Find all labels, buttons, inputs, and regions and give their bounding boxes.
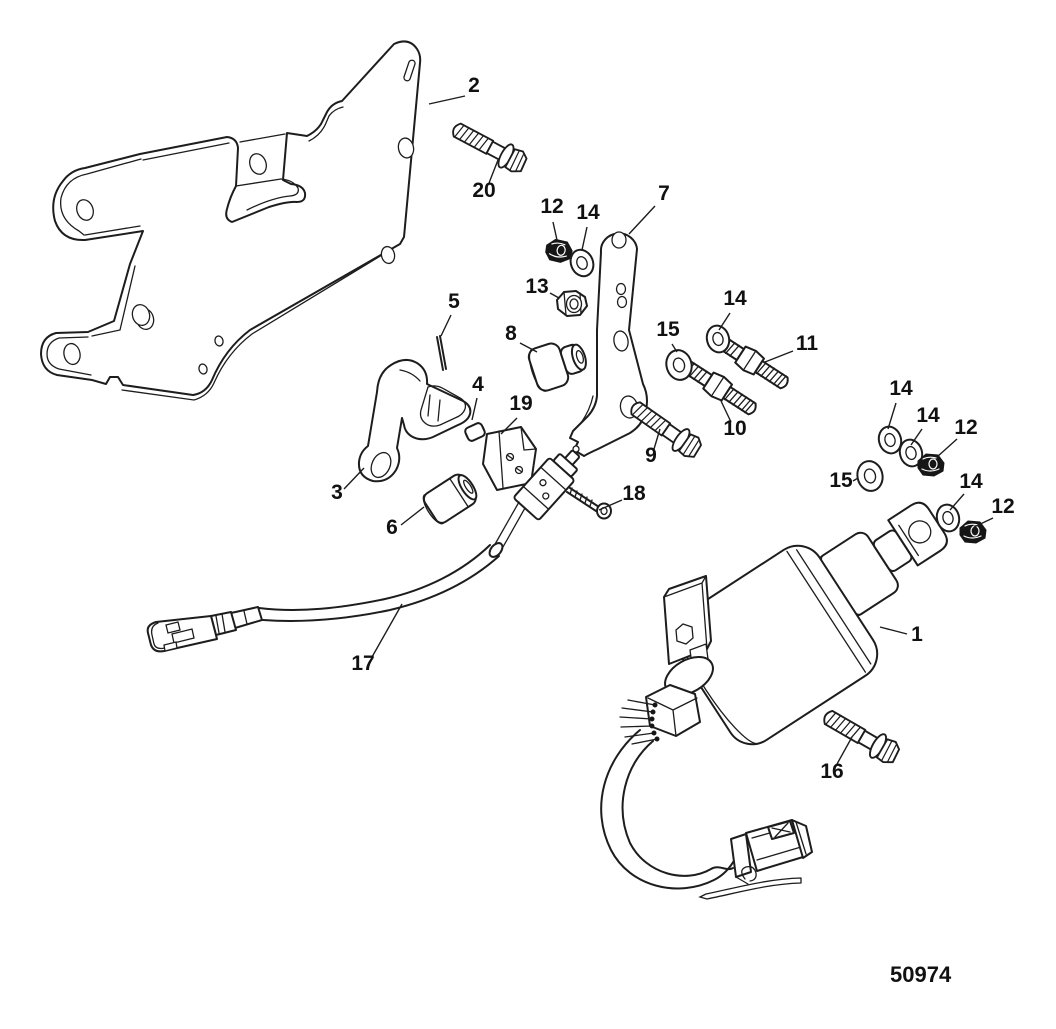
callout-4: 4 xyxy=(472,373,484,396)
callout-8: 8 xyxy=(505,322,517,345)
leader-line-14 xyxy=(581,226,588,251)
part-1-shift-actuator xyxy=(600,501,948,900)
callout-5: 5 xyxy=(448,290,460,313)
part-7-shift-lever xyxy=(569,231,648,457)
part-20-bolt xyxy=(447,116,531,178)
leader-line-3 xyxy=(343,467,365,490)
actuator-connector xyxy=(730,819,813,885)
leader-line-9 xyxy=(653,428,661,450)
callout-15: 15 xyxy=(829,469,853,492)
leader-line-14 xyxy=(887,402,897,430)
leader-line-15 xyxy=(671,343,678,353)
part-12-locknut xyxy=(917,453,945,477)
part-6-spacer xyxy=(422,473,478,525)
callout-19: 19 xyxy=(509,392,532,415)
neutral-switch xyxy=(493,445,581,553)
callout-14: 14 xyxy=(723,287,747,310)
leader-line-4 xyxy=(471,397,478,421)
callout-20: 20 xyxy=(472,179,495,202)
leader-line-19 xyxy=(500,417,518,435)
part-5-pin xyxy=(436,335,447,371)
callout-10: 10 xyxy=(723,417,746,440)
leader-line-14 xyxy=(910,428,923,446)
leader-line-8 xyxy=(519,342,538,353)
leader-line-17 xyxy=(371,603,403,658)
part-8-bushing xyxy=(527,342,587,392)
callout-15: 15 xyxy=(656,318,680,341)
part-2-mounting-bracket xyxy=(40,40,422,401)
part-12-locknut xyxy=(543,237,575,265)
part-16-bolt xyxy=(817,703,904,769)
leader-line-6 xyxy=(400,506,425,526)
leader-line-15 xyxy=(852,477,859,482)
leader-line-20 xyxy=(488,159,499,184)
part-19-switch-block xyxy=(482,426,537,491)
callout-17: 17 xyxy=(351,652,374,675)
part-13-nut xyxy=(556,290,588,317)
callout-14: 14 xyxy=(959,470,983,493)
callout-14: 14 xyxy=(916,404,940,427)
callout-13: 13 xyxy=(525,275,548,298)
leader-line-12 xyxy=(973,517,994,528)
part-12-locknut xyxy=(959,520,987,544)
leader-line-7 xyxy=(628,205,656,235)
callout-11: 11 xyxy=(796,332,819,355)
leader-line-2 xyxy=(428,95,466,105)
leader-line-13 xyxy=(549,292,560,299)
leader-line-14 xyxy=(718,312,731,331)
callout-14: 14 xyxy=(576,201,600,224)
leader-line-5 xyxy=(440,314,452,337)
part-4-bushing xyxy=(464,422,486,442)
leader-line-16 xyxy=(836,736,853,765)
callout-7: 7 xyxy=(658,182,670,205)
callout-12: 12 xyxy=(991,495,1014,518)
callout-12: 12 xyxy=(954,416,977,439)
part-9-bolt xyxy=(624,394,706,464)
figure-number: 50974 xyxy=(890,962,952,987)
leader-line-12 xyxy=(936,438,958,458)
callout-14: 14 xyxy=(889,377,913,400)
callout-3: 3 xyxy=(331,481,343,504)
leader-line-10 xyxy=(720,400,732,423)
callout-9: 9 xyxy=(645,444,657,467)
part-3-lever-bracket xyxy=(357,359,472,483)
leader-line-1 xyxy=(879,626,908,635)
callout-16: 16 xyxy=(820,760,843,783)
harness-connector xyxy=(146,606,263,653)
callout-12: 12 xyxy=(540,195,563,218)
part-18-screw xyxy=(566,487,612,520)
callout-1: 1 xyxy=(911,623,923,646)
leader-line-12 xyxy=(552,221,558,241)
part-17-harness xyxy=(146,542,504,653)
callout-18: 18 xyxy=(622,482,646,505)
callout-2: 2 xyxy=(468,74,480,97)
callout-6: 6 xyxy=(386,516,398,539)
leader-line-18 xyxy=(598,499,623,511)
leader-line-14 xyxy=(949,493,965,511)
wire-tie xyxy=(698,865,802,900)
leader-line-11 xyxy=(764,350,794,363)
part-15-washer xyxy=(853,457,887,495)
